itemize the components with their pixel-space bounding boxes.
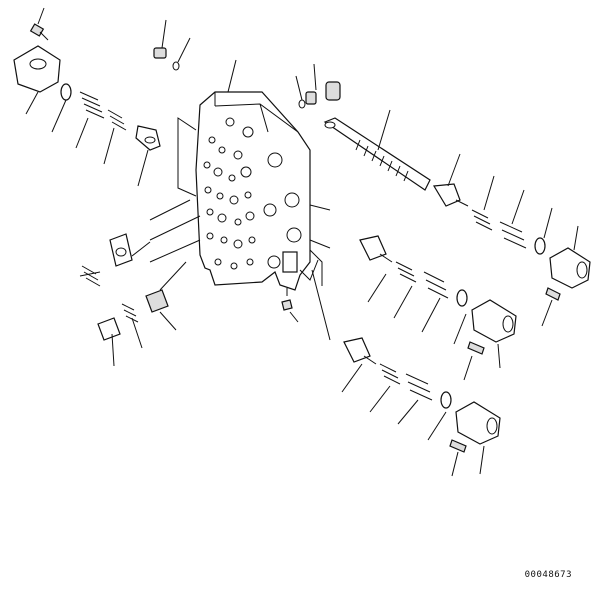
spring-right-1	[471, 209, 493, 231]
piston-right-1	[432, 183, 469, 207]
o-ring-left	[60, 83, 72, 101]
cap-right-3	[455, 401, 501, 445]
cap-right-2	[471, 299, 517, 343]
spring-left-4	[121, 303, 139, 323]
cap-bolt-right-2	[467, 341, 485, 355]
spring-right-2	[499, 221, 527, 249]
plug-top-right	[298, 81, 341, 109]
plug-lower-left	[97, 317, 121, 341]
cap-right-1	[549, 247, 591, 289]
cap-bolt-right-3	[449, 439, 467, 453]
spring-left-3	[81, 265, 101, 287]
sleeve-lower	[145, 289, 169, 313]
spring-right-3	[395, 261, 417, 283]
main-spool	[323, 117, 431, 191]
valve-body	[195, 91, 311, 311]
o-ring-right-1	[534, 237, 546, 255]
upper-left-cap	[13, 45, 61, 93]
piston-left	[135, 125, 161, 151]
piston-right-2	[359, 235, 393, 263]
o-ring-right-3	[440, 391, 452, 409]
spring-left-1	[79, 91, 105, 119]
cap-bolt	[29, 23, 49, 41]
leader-lines	[25, 7, 579, 477]
drawing-id-label: 00048673	[524, 570, 572, 580]
spring-right-6	[405, 373, 433, 401]
plug-top	[153, 47, 180, 71]
piston-right-3	[343, 337, 377, 365]
spring-right-5	[379, 363, 401, 385]
spring-left-2	[107, 109, 127, 131]
o-ring-right-2	[456, 289, 468, 307]
spring-right-4	[423, 271, 449, 299]
cap-bolt-right-1	[545, 287, 561, 301]
sleeve-left	[109, 233, 133, 267]
